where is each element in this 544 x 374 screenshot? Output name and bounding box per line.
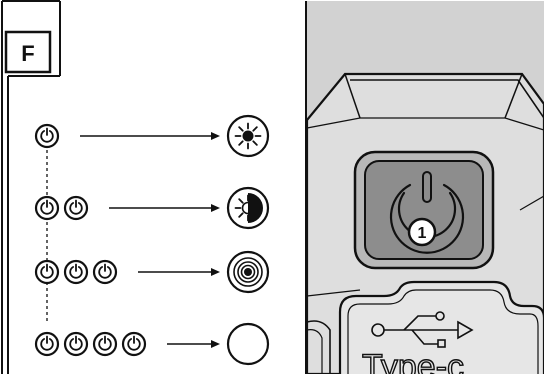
port-label: Type-c bbox=[362, 348, 464, 374]
button-number: 1 bbox=[418, 225, 427, 242]
arrow bbox=[167, 340, 220, 348]
panel-label: F bbox=[21, 41, 34, 66]
usb-port-cover: Type-c bbox=[306, 280, 544, 374]
power-icon bbox=[63, 259, 89, 285]
off-circle-icon bbox=[226, 322, 270, 366]
power-icon bbox=[34, 195, 60, 221]
power-icon bbox=[34, 123, 60, 149]
usb-icon bbox=[371, 311, 474, 348]
panel-label-box: F bbox=[4, 30, 52, 74]
power-icon bbox=[121, 331, 147, 357]
arrow bbox=[138, 268, 220, 276]
arrow bbox=[80, 132, 220, 140]
power-icon bbox=[63, 331, 89, 357]
flash-rings-icon bbox=[226, 250, 270, 294]
arrow bbox=[109, 204, 220, 212]
press-sequence bbox=[34, 114, 270, 366]
power-icon bbox=[92, 331, 118, 357]
power-icon bbox=[92, 259, 118, 285]
power-icon bbox=[63, 195, 89, 221]
power-icon bbox=[34, 259, 60, 285]
power-icon bbox=[34, 331, 60, 357]
press-rows bbox=[34, 114, 270, 366]
sun-full-icon bbox=[226, 114, 270, 158]
device-illustration: 1 Type-c bbox=[305, 1, 544, 374]
power-button: 1 bbox=[353, 150, 495, 270]
sun-half-icon bbox=[226, 186, 270, 230]
